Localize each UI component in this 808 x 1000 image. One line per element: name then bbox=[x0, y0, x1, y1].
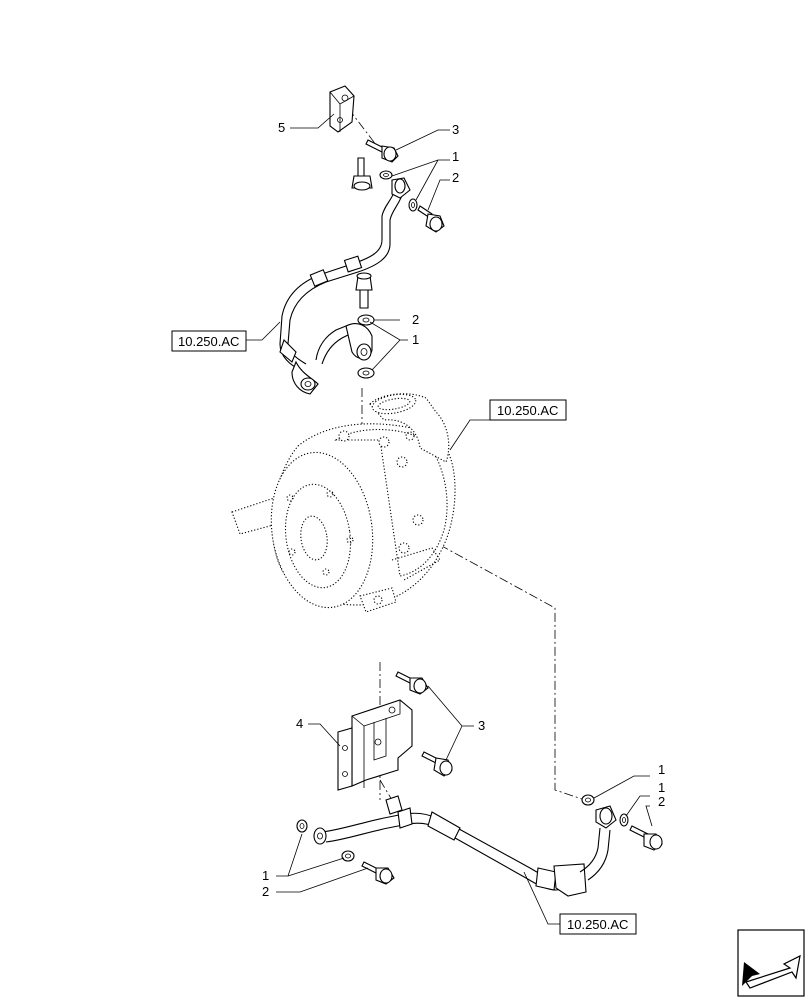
bolt-middle bbox=[355, 272, 373, 309]
ref-box-turbo[interactable]: 10.250.AC bbox=[489, 399, 567, 421]
callout-2-bottom: 2 bbox=[262, 884, 269, 899]
callout-1-top: 1 bbox=[452, 149, 459, 164]
bracket-4 bbox=[337, 699, 413, 791]
callout-2-right: 2 bbox=[658, 794, 665, 809]
leader-lines bbox=[246, 113, 653, 925]
washer-bottom-1b bbox=[341, 850, 355, 862]
callout-1-bottom: 1 bbox=[262, 868, 269, 883]
ref-label-left: 10.250.AC bbox=[178, 334, 239, 349]
lower-oil-pipe bbox=[313, 795, 617, 897]
callout-3-top: 3 bbox=[452, 122, 459, 137]
callout-2-top: 2 bbox=[452, 170, 459, 185]
washer-right-1a bbox=[581, 794, 595, 806]
washer-right-1b bbox=[619, 813, 629, 827]
bolt-top-3 bbox=[365, 139, 399, 163]
bolt-top-vertical bbox=[351, 157, 373, 191]
washer-top-1 bbox=[379, 170, 393, 180]
callout-1-mid: 1 bbox=[412, 332, 419, 347]
washer-middle-2 bbox=[357, 314, 375, 326]
washer-top-2 bbox=[408, 198, 418, 212]
previous-page-arrow-icon[interactable] bbox=[737, 929, 805, 997]
bolt-top-right bbox=[417, 205, 445, 233]
callout-5-top: 5 bbox=[278, 120, 285, 135]
bracket-5 bbox=[329, 85, 355, 133]
ref-label-bottom: 10.250.AC bbox=[567, 917, 628, 932]
ref-label-turbo: 10.250.AC bbox=[497, 403, 558, 418]
washer-middle-1 bbox=[357, 367, 375, 379]
bolt-lower-3-lower bbox=[421, 751, 453, 777]
callout-3-low: 3 bbox=[478, 718, 485, 733]
bolt-right-2 bbox=[629, 825, 663, 851]
ref-box-bottom[interactable]: 10.250.AC bbox=[559, 913, 637, 935]
bolt-bottom-2 bbox=[361, 861, 395, 885]
callout-1-right-b: 1 bbox=[658, 780, 665, 795]
ref-box-left[interactable]: 10.250.AC bbox=[171, 330, 247, 352]
upper-oil-pipe bbox=[279, 177, 411, 395]
turbocharger bbox=[231, 393, 456, 613]
bolt-lower-3-upper bbox=[395, 671, 429, 695]
callout-2-mid: 2 bbox=[412, 312, 419, 327]
washer-bottom-1a bbox=[296, 819, 308, 833]
callout-4-low: 4 bbox=[296, 716, 303, 731]
assembly-centerlines bbox=[337, 94, 586, 801]
callout-1-right-a: 1 bbox=[658, 762, 665, 777]
